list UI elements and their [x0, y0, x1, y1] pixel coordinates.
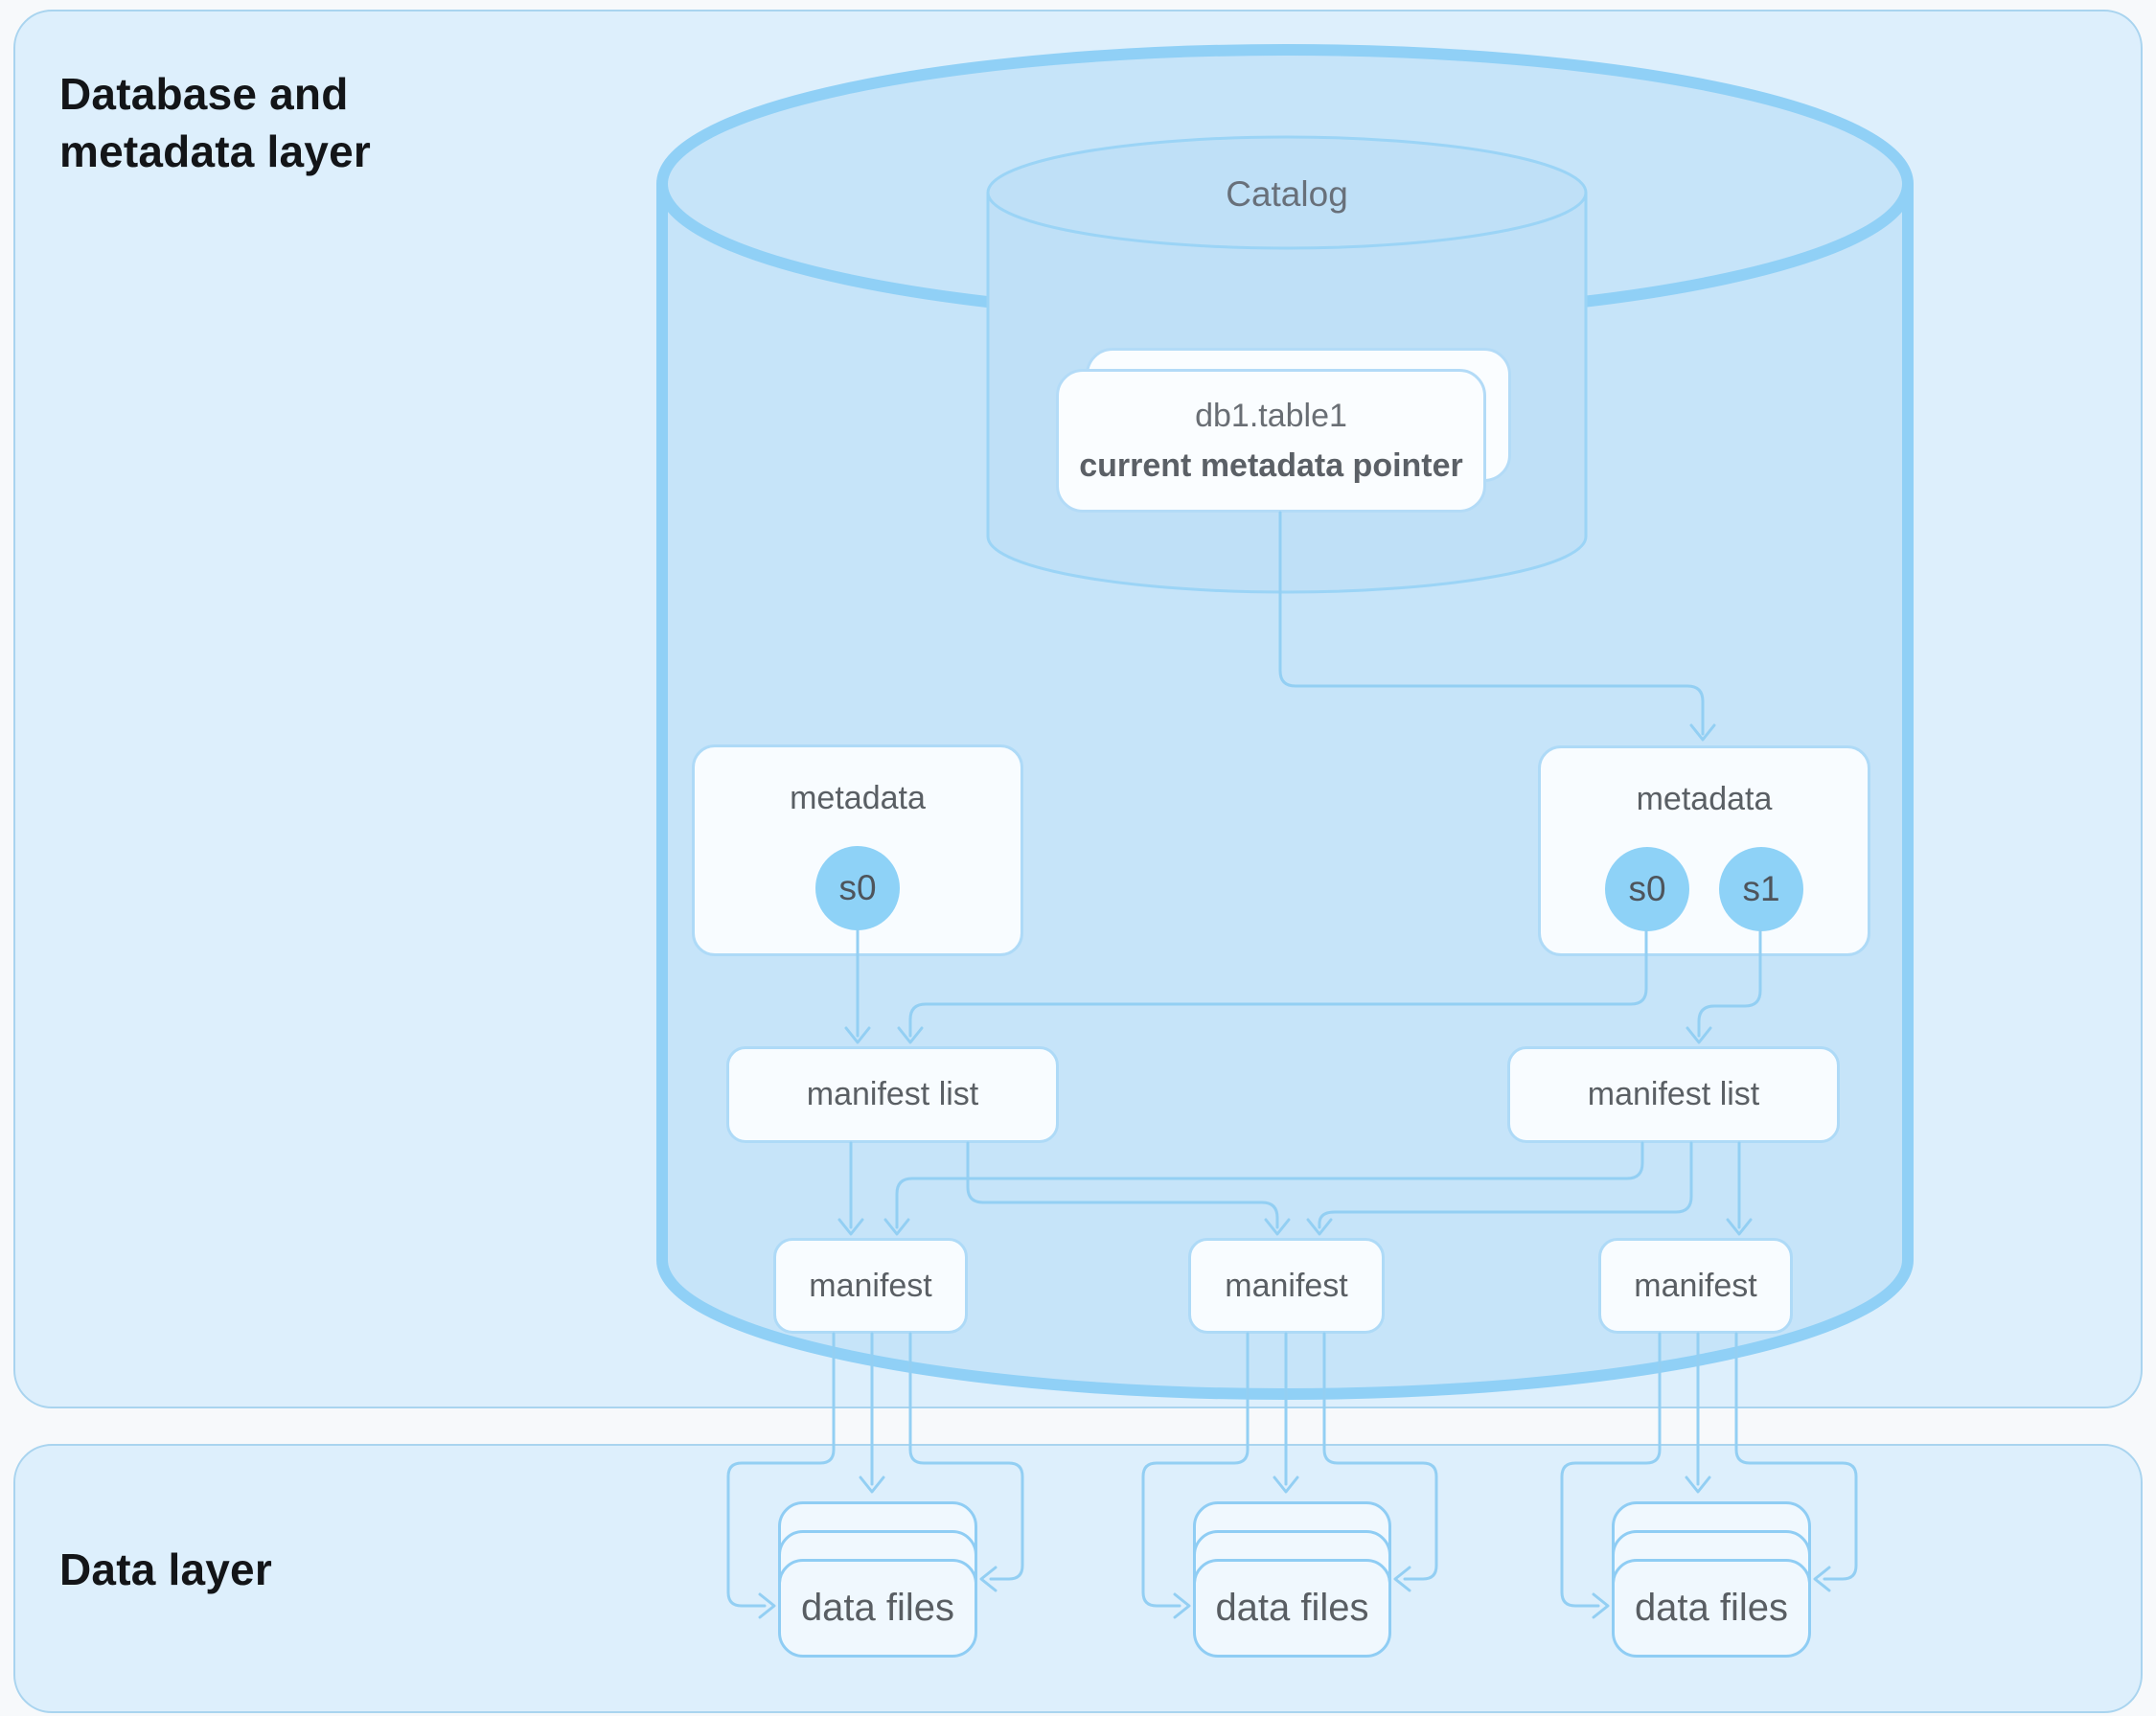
metadata-file-left: metadata s0 [692, 744, 1023, 956]
data-layer-title: Data layer [59, 1544, 272, 1594]
current-metadata-pointer-label: current metadata pointer [1079, 446, 1463, 484]
snapshot-row: s0 s1 [1605, 847, 1803, 931]
data-files-middle: data files [1193, 1559, 1391, 1658]
snapshot-s1-badge: s1 [1719, 847, 1803, 931]
metadata-file-label: metadata [1636, 781, 1773, 817]
manifest-left: manifest [773, 1238, 968, 1334]
table-name-label: db1.table1 [1195, 397, 1347, 434]
metadata-pointer-card: db1.table1 current metadata pointer [1056, 369, 1486, 513]
data-files-left: data files [778, 1559, 977, 1658]
manifest-list-left: manifest list [726, 1046, 1059, 1143]
manifest-middle: manifest [1188, 1238, 1385, 1334]
manifest-list-right: manifest list [1507, 1046, 1840, 1143]
database-metadata-layer-title: Database and metadata layer [59, 68, 371, 176]
snapshot-s0-badge: s0 [1605, 847, 1689, 931]
database-metadata-layer-panel [13, 10, 2143, 1408]
metadata-file-right: metadata s0 s1 [1538, 745, 1870, 956]
metadata-file-label: metadata [790, 780, 926, 816]
snapshot-row: s0 [815, 846, 900, 930]
snapshot-s0-badge: s0 [815, 846, 900, 930]
manifest-right: manifest [1598, 1238, 1793, 1334]
data-files-right: data files [1612, 1559, 1811, 1658]
catalog-label: Catalog [1226, 174, 1348, 214]
